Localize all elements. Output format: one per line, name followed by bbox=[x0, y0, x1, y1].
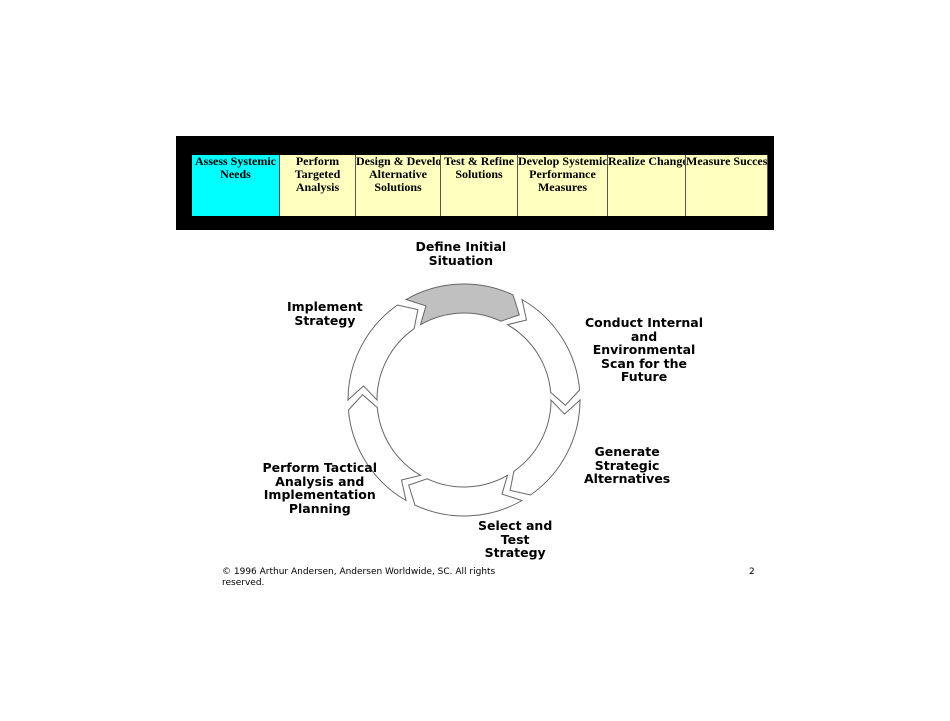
cycle-stage-label-line: Environmental bbox=[592, 342, 696, 358]
process-step-label-line: Develop Systemic bbox=[518, 155, 608, 168]
cycle-stage-label-line: Implementation bbox=[263, 487, 376, 503]
cycle-segment-4 bbox=[408, 474, 524, 517]
cycle-stage-label-line: Define Initial bbox=[415, 239, 507, 254]
process-step-label-line: Realize Change bbox=[608, 155, 686, 168]
cycle-segment-3 bbox=[509, 398, 581, 496]
process-step-label-line: Analysis bbox=[295, 180, 340, 194]
cycle-stage-label-line: Planning bbox=[288, 500, 351, 516]
cycle-stage-label-line: Strategy bbox=[294, 312, 356, 328]
cycle-stage-label-line: Select and bbox=[478, 518, 553, 533]
process-step-6: Realize Change bbox=[608, 155, 686, 216]
cycle-stage-label-line: Scan for the bbox=[601, 355, 688, 371]
cycle-segment-2 bbox=[506, 298, 581, 406]
process-step-label-line: Needs bbox=[220, 167, 251, 181]
cycle-segment-6 bbox=[347, 304, 419, 402]
process-step-label-line: Targeted bbox=[294, 167, 341, 181]
cycle-stage-label-line: Alternatives bbox=[584, 471, 671, 487]
copyright-notice: © 1996 Arthur Andersen, Andersen Worldwi… bbox=[222, 567, 496, 588]
cycle-stage-label-line: Situation bbox=[428, 252, 493, 268]
cycle-stage-label-line: Test bbox=[500, 531, 530, 547]
cycle-segment-5 bbox=[347, 394, 422, 502]
process-step-label-line: Performance bbox=[529, 167, 596, 181]
cycle-stage-label-line: and bbox=[630, 328, 658, 344]
process-step-label-line: Solutions bbox=[374, 180, 422, 194]
page-number: 2 bbox=[749, 567, 755, 577]
process-step-label-line: Assess Systemic bbox=[195, 155, 276, 168]
cycle-stage-label-line: Future bbox=[620, 369, 668, 385]
process-step-label-line: Solutions bbox=[455, 167, 503, 181]
cycle-stage-label-line: Analysis and bbox=[275, 473, 365, 489]
process-step-7: Measure Success bbox=[686, 155, 768, 216]
process-step-label-line: Measure Success bbox=[686, 155, 768, 168]
cycle-stage-label-line: Strategic bbox=[594, 457, 660, 473]
cycle-stage-label-line: Perform Tactical bbox=[262, 460, 378, 475]
process-step-label-line: Alternative bbox=[369, 167, 427, 181]
cycle-stage-label-line: Conduct Internal bbox=[585, 315, 704, 330]
process-step-label-line: Design & Develop bbox=[356, 155, 441, 168]
cycle-stage-label-line: Strategy bbox=[484, 545, 546, 561]
cycle-stage-label-line: Implement bbox=[287, 299, 363, 314]
process-step-label-line: Measures bbox=[537, 180, 588, 194]
cycle-segment-1 bbox=[404, 283, 520, 326]
cycle-stage-label-line: Generate bbox=[594, 444, 660, 459]
process-step-label-line: Perform bbox=[295, 155, 340, 168]
process-step-label-line: Test & Refine bbox=[443, 155, 515, 168]
